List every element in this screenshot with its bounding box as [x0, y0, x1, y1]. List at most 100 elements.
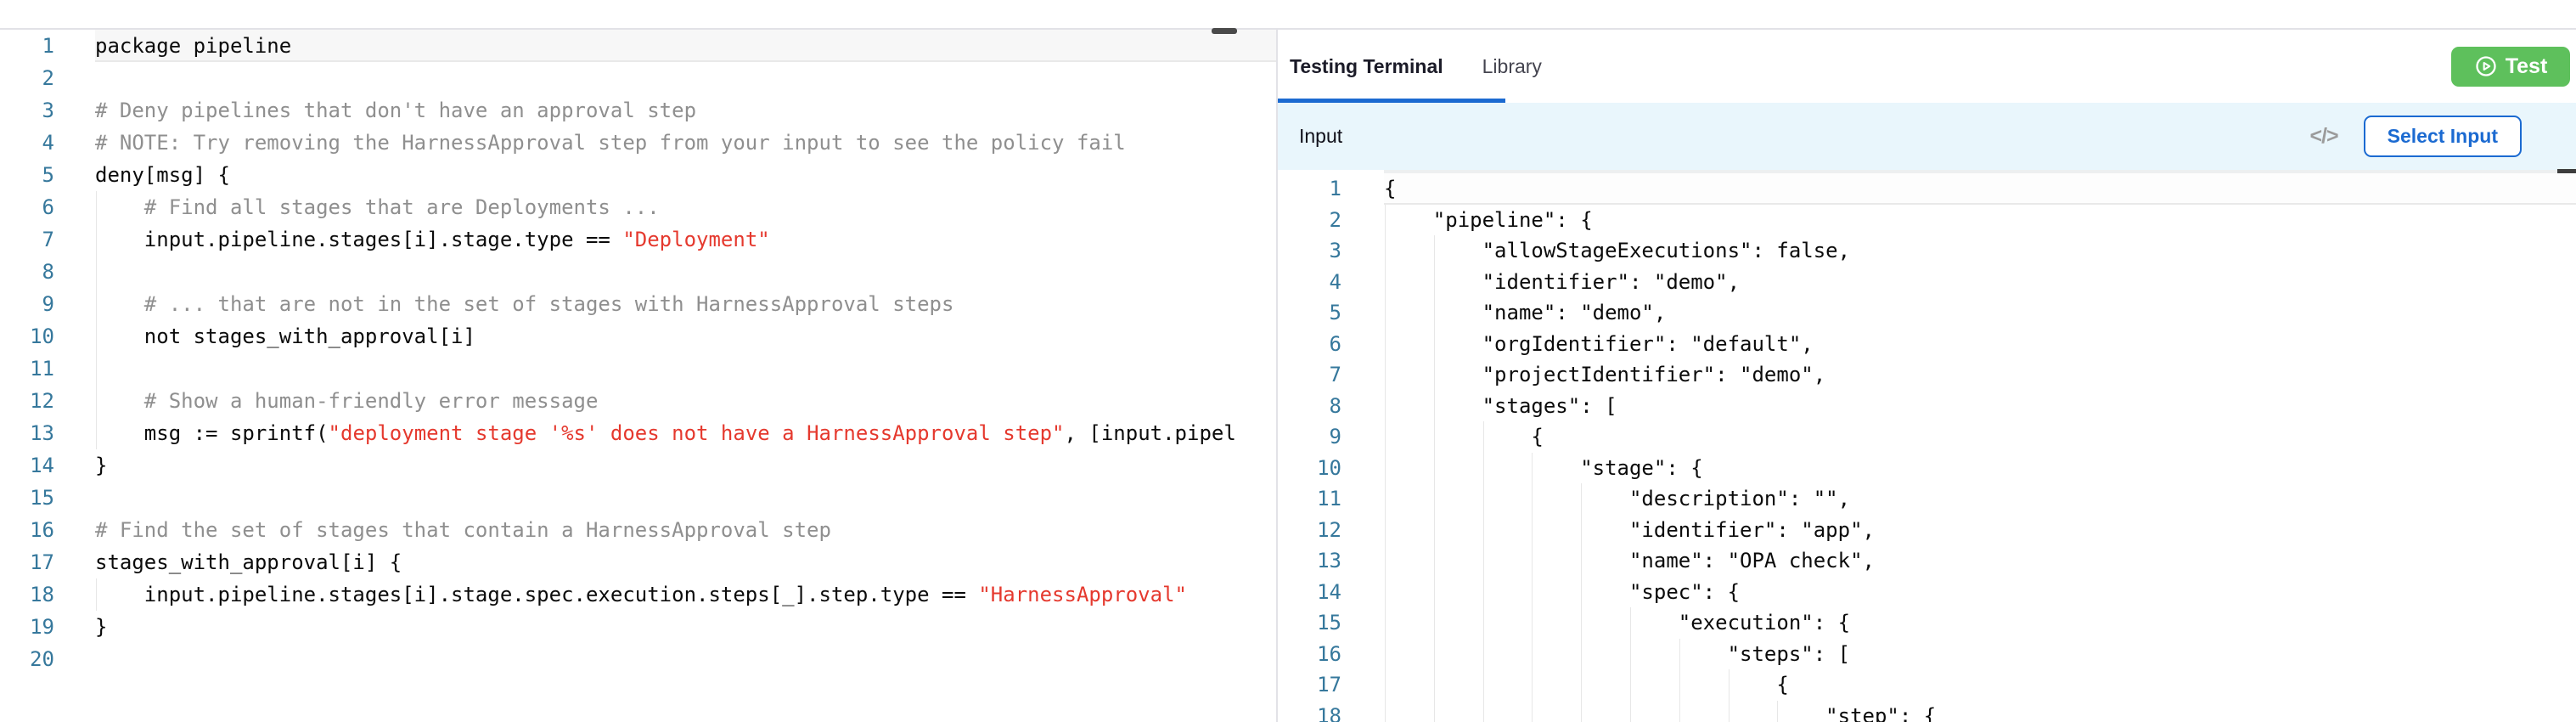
- select-input-button[interactable]: Select Input: [2364, 116, 2522, 157]
- line-number: 7: [1278, 359, 1341, 391]
- test-button[interactable]: Test: [2451, 47, 2570, 87]
- code-line: 3 "allowStageExecutions": false,: [1278, 235, 2576, 267]
- play-icon: [2474, 54, 2498, 78]
- policy-code-editor[interactable]: 1package pipeline23# Deny pipelines that…: [0, 30, 1276, 722]
- code-line: 6 "orgIdentifier": "default",: [1278, 329, 2576, 360]
- code-view-icon[interactable]: </>: [2309, 124, 2337, 149]
- code-line: 5deny[msg] {: [0, 159, 1276, 191]
- line-number: 15: [0, 482, 54, 514]
- indent-guide: [1532, 577, 1533, 608]
- indent-guide: [1581, 701, 1582, 722]
- indent-guide: [96, 320, 97, 353]
- line-number: 13: [0, 417, 54, 449]
- line-number: 11: [1278, 483, 1341, 515]
- code-line: 11 "description": "",: [1278, 483, 2576, 515]
- input-section-title: Input: [1299, 125, 1342, 148]
- indent-guide: [1630, 669, 1631, 701]
- indent-guide: [1385, 639, 1386, 670]
- code-line: 7 input.pipeline.stages[i].stage.type ==…: [0, 223, 1276, 256]
- code-line: 11: [0, 353, 1276, 385]
- indent-guide: [1581, 669, 1582, 701]
- indent-guide: [96, 353, 97, 385]
- indent-guide: [1483, 515, 1484, 546]
- code-line: 5 "name": "demo",: [1278, 297, 2576, 329]
- indent-guide: [1385, 329, 1386, 360]
- line-number: 14: [1278, 577, 1341, 608]
- line-number: 11: [0, 353, 54, 385]
- line-number: 8: [1278, 391, 1341, 422]
- code-line: 3# Deny pipelines that don't have an app…: [0, 94, 1276, 127]
- code-line: 2: [0, 62, 1276, 94]
- indent-guide: [96, 417, 97, 449]
- line-number: 1: [1278, 173, 1341, 205]
- indent-guide: [1532, 639, 1533, 670]
- indent-guide: [1483, 545, 1484, 577]
- test-button-label: Test: [2506, 54, 2548, 79]
- code-line: 16 "steps": [: [1278, 639, 2576, 670]
- line-number: 4: [0, 127, 54, 159]
- line-number: 5: [1278, 297, 1341, 329]
- indent-guide: [1434, 391, 1435, 422]
- code-line: 12 # Show a human-friendly error message: [0, 385, 1276, 417]
- code-line: 14 "spec": {: [1278, 577, 2576, 608]
- indent-guide: [1581, 639, 1582, 670]
- indent-guide: [1630, 701, 1631, 722]
- indent-guide: [1385, 421, 1386, 453]
- indent-guide: [1434, 359, 1435, 391]
- indent-guide: [1532, 483, 1533, 515]
- indent-guide: [1581, 515, 1582, 546]
- line-number: 10: [1278, 453, 1341, 484]
- left-editor-scrollbar-handle[interactable]: [1212, 28, 1237, 34]
- code-line: 9 {: [1278, 421, 2576, 453]
- indent-guide: [1532, 669, 1533, 701]
- indent-guide: [1483, 577, 1484, 608]
- input-json-editor[interactable]: 1{2 "pipeline": {3 "allowStageExecutions…: [1278, 173, 2576, 722]
- indent-guide: [1385, 515, 1386, 546]
- line-number: 9: [0, 288, 54, 320]
- line-number: 18: [1278, 701, 1341, 722]
- indent-guide: [1385, 607, 1386, 639]
- indent-guide: [1483, 639, 1484, 670]
- indent-guide: [1434, 421, 1435, 453]
- indent-guide: [1434, 701, 1435, 722]
- line-number: 12: [1278, 515, 1341, 546]
- tab-library[interactable]: Library: [1482, 55, 1542, 78]
- line-number: 16: [0, 514, 54, 546]
- line-number: 4: [1278, 267, 1341, 298]
- code-line: 2 "pipeline": {: [1278, 205, 2576, 236]
- code-line: 13 "name": "OPA check",: [1278, 545, 2576, 577]
- line-number: 3: [1278, 235, 1341, 267]
- indent-guide: [1581, 577, 1582, 608]
- line-number: 9: [1278, 421, 1341, 453]
- code-line: 18 "step": {: [1278, 701, 2576, 722]
- indent-guide: [1581, 483, 1582, 515]
- tab-testing-terminal[interactable]: Testing Terminal: [1290, 55, 1443, 78]
- code-line: 15 "execution": {: [1278, 607, 2576, 639]
- indent-guide: [1434, 329, 1435, 360]
- indent-guide: [1532, 545, 1533, 577]
- indent-guide: [96, 191, 97, 223]
- indent-guide: [1385, 453, 1386, 484]
- indent-guide: [1385, 545, 1386, 577]
- code-line: 19}: [0, 611, 1276, 643]
- code-line: 1{: [1278, 173, 2576, 205]
- code-line: 6 # Find all stages that are Deployments…: [0, 191, 1276, 223]
- indent-guide: [96, 288, 97, 320]
- indent-guide: [1777, 701, 1778, 722]
- code-line: 17 {: [1278, 669, 2576, 701]
- line-number: 2: [1278, 205, 1341, 236]
- code-line: 12 "identifier": "app",: [1278, 515, 2576, 546]
- line-number: 18: [0, 578, 54, 611]
- code-line: 17stages_with_approval[i] {: [0, 546, 1276, 578]
- indent-guide: [1483, 607, 1484, 639]
- line-number: 1: [0, 30, 54, 62]
- code-line: 1package pipeline: [0, 30, 1276, 62]
- line-number: 10: [0, 320, 54, 353]
- line-number: 6: [1278, 329, 1341, 360]
- code-line: 7 "projectIdentifier": "demo",: [1278, 359, 2576, 391]
- code-line: 8: [0, 256, 1276, 288]
- indent-guide: [1434, 267, 1435, 298]
- line-number: 13: [1278, 545, 1341, 577]
- code-line: 14}: [0, 449, 1276, 482]
- line-number: 7: [0, 223, 54, 256]
